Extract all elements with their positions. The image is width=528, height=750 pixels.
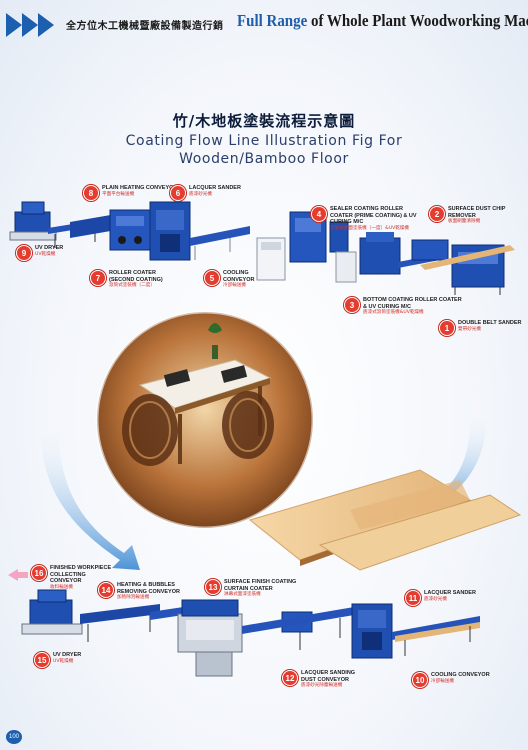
arrow-left-icon-tail	[18, 572, 28, 578]
flow-arrow-left	[40, 420, 140, 570]
header-en-rest: of Whole Plant Woodworking Machines	[310, 11, 528, 30]
label-7: 7 ROLLER COATER (SECOND COATING)滾筒式塗裝機（二…	[90, 270, 169, 290]
flow-arrow-right	[420, 410, 487, 516]
chevron-right-icon	[6, 13, 22, 37]
page-title-en-line1: Coating Flow Line Illustration Fig For	[125, 133, 403, 149]
arrow-left-icon	[8, 569, 18, 581]
upper-flow-line	[9, 201, 515, 295]
lower-flow-line	[21, 589, 480, 677]
label-4: 4 SEALER COATING ROLLER COATER (PRIME CO…	[311, 206, 426, 232]
label-16: 16 FINISHED WORKPIECE COLLECTING CONVEYO…	[31, 565, 118, 591]
page-title-en-line2: Wooden/Bamboo Floor	[179, 151, 349, 167]
page-number: 100	[6, 730, 22, 744]
label-13: 13 SURFACE FINISH COATING CURTAIN COATER…	[205, 579, 310, 599]
header-highlight: Full Range	[237, 11, 308, 30]
chevron-right-icon	[38, 13, 54, 37]
page-title-cn: 竹/木地板塗裝流程示意圖	[172, 112, 356, 130]
label-3: 3 BOTTOM COATING ROLLER COATER & UV CURI…	[344, 297, 463, 317]
chevron-right-icon	[22, 13, 38, 37]
header-cn-text: 全方位木工機械暨廠設備製造行銷	[66, 21, 224, 32]
dining-room-photo	[97, 312, 313, 528]
header-en-text: Full Range of Whole Plant Woodworking Ma…	[237, 11, 528, 31]
